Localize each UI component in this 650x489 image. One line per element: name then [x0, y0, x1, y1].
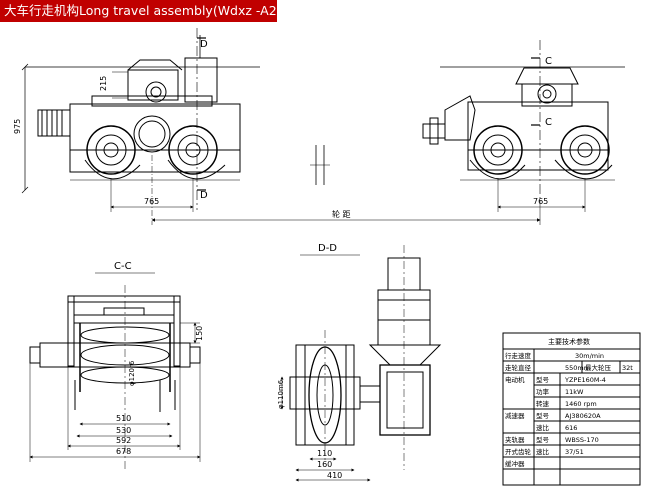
dim-160: 160	[317, 460, 332, 469]
drawing-title: 大车行走机构Long travel assembly(Wdxz -A2)	[4, 3, 282, 18]
right-wheel-truck	[422, 40, 625, 225]
spec-cell: 开式齿轮	[505, 447, 532, 456]
spec-cell: 速比	[536, 447, 550, 456]
dim-phi110: φ110m6	[277, 379, 285, 409]
break-line	[310, 145, 330, 185]
spec-cell: 型号	[536, 375, 550, 384]
spec-cell: YZPE160M-4	[564, 376, 606, 384]
dim-975: 975	[13, 119, 22, 134]
spec-cell: 最大轮压	[585, 363, 612, 372]
dim-678: 678	[116, 447, 131, 456]
section-cc-labels: C-C 150 φ120r6 510 530 592 678	[114, 261, 204, 456]
dim-150: 150	[195, 326, 204, 341]
section-mark-c-bottom: C	[545, 117, 552, 128]
spec-cell: 型号	[536, 435, 550, 444]
spec-cell: WBSS-170	[565, 436, 599, 444]
section-mark-c-top: C	[545, 56, 552, 67]
spec-cell: 缓冲器	[505, 459, 525, 468]
spec-cell: 功率	[536, 387, 550, 396]
spec-cell: 30m/min	[575, 352, 604, 360]
spec-cell: 走轮直径	[505, 363, 532, 372]
title-banner: 大车行走机构Long travel assembly(Wdxz -A2)	[0, 0, 282, 22]
spec-cell: 减速器	[505, 411, 525, 420]
spec-cell: AJ380620A	[565, 412, 601, 420]
spec-table-title: 主要技术参数	[548, 337, 590, 346]
dim-765-left: 765	[144, 197, 159, 206]
dim-110: 110	[317, 449, 332, 458]
spec-cell: 1460 rpm	[565, 400, 597, 408]
spec-cell: 32t	[622, 364, 633, 372]
section-cc-label: C-C	[114, 261, 132, 272]
section-dd-label: D-D	[318, 243, 337, 254]
spec-cell: 电动机	[505, 375, 525, 384]
spec-cell: 型号	[536, 411, 550, 420]
spec-cell: 37/51	[565, 448, 584, 456]
spec-cell: 转速	[536, 399, 550, 408]
spec-cell: 550mm	[565, 364, 590, 372]
top-view-labels: D D 215 975 C C 765 765 轮 距	[13, 39, 552, 219]
spec-cell: 行走速度	[505, 351, 532, 360]
spec-cell: 11kW	[565, 388, 584, 396]
section-dd-labels: D-D φ110m6 110 160 410	[277, 243, 342, 480]
dim-530: 530	[116, 426, 131, 435]
section-dd-view	[280, 245, 442, 482]
wheelbase-label: 轮 距	[332, 209, 351, 219]
spec-cell: 夹轨器	[505, 435, 525, 444]
spec-cell: 616	[565, 424, 577, 432]
spec-cell: 速比	[536, 423, 550, 432]
dim-phi120: φ120r6	[128, 360, 136, 386]
section-mark-d-top: D	[200, 39, 208, 50]
spec-table-frame	[502, 332, 641, 486]
dim-510: 510	[116, 414, 131, 423]
section-mark-d-bottom: D	[200, 190, 208, 201]
dim-215: 215	[99, 76, 108, 91]
left-wheel-truck	[21, 28, 260, 225]
section-cc-view	[29, 272, 201, 470]
dim-410: 410	[327, 471, 342, 480]
dim-592: 592	[116, 436, 131, 445]
dim-765-right: 765	[533, 197, 548, 206]
